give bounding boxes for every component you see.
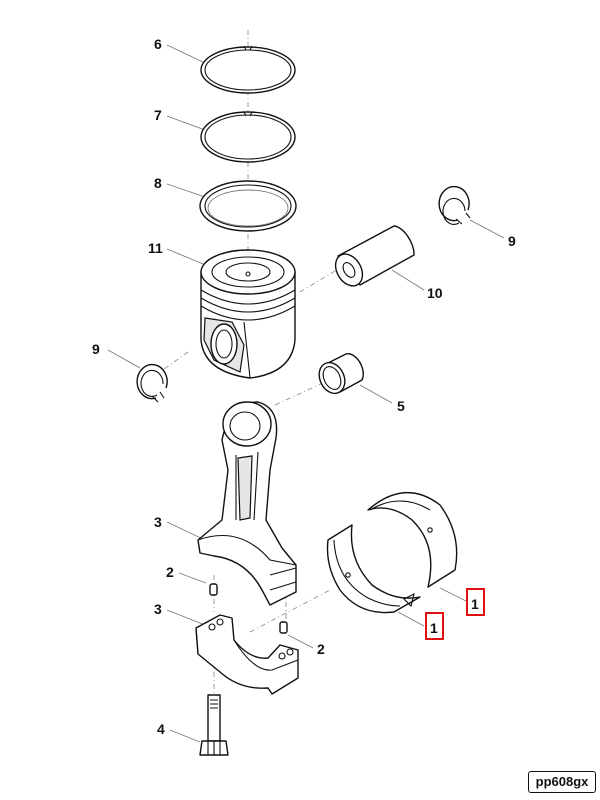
callout-rod-cap: 3 xyxy=(154,601,162,617)
highlight-box-shell-inner xyxy=(425,612,444,640)
piston-ring-bottom xyxy=(199,180,297,232)
callout-rod-body: 3 xyxy=(154,514,162,530)
piston-ring-middle xyxy=(200,111,296,163)
bearing-shell-inner xyxy=(326,524,421,614)
highlight-box-shell-outer xyxy=(466,588,485,616)
callout-dowel-upper: 2 xyxy=(166,564,174,580)
callout-pin-bushing: 5 xyxy=(397,398,405,414)
bearing-shell-outer xyxy=(367,492,458,588)
callout-circlip-left: 9 xyxy=(92,341,100,357)
callout-ring-middle: 7 xyxy=(154,107,162,123)
dowel-pin-lower xyxy=(279,621,288,634)
callout-bearing-shell-outer: 1 xyxy=(471,596,479,612)
callout-circlip-right: 9 xyxy=(508,233,516,249)
connecting-rod-body xyxy=(197,401,297,606)
pin-bushing xyxy=(318,353,364,395)
connecting-rod-bolt xyxy=(199,694,229,756)
piston-ring-top xyxy=(200,45,296,94)
leader-lines xyxy=(107,44,505,743)
piston xyxy=(200,249,296,379)
callout-piston: 11 xyxy=(148,240,163,256)
circlip-right xyxy=(438,185,471,225)
reference-code-label: pp608gx xyxy=(528,771,596,793)
piston-pin xyxy=(334,225,415,287)
callout-labels: 6 7 8 11 9 10 9 5 3 2 3 2 4 1 1 xyxy=(92,36,516,737)
callout-bolt: 4 xyxy=(157,721,165,737)
callout-piston-pin: 10 xyxy=(427,285,443,301)
callout-ring-bottom: 8 xyxy=(154,175,162,191)
dowel-pin-upper xyxy=(209,583,218,596)
callout-ring-top: 6 xyxy=(154,36,162,52)
circlip-left xyxy=(136,363,168,403)
callout-dowel-lower: 2 xyxy=(317,641,325,657)
connecting-rod-cap xyxy=(195,614,299,695)
callout-bearing-shell-inner: 1 xyxy=(430,620,438,636)
